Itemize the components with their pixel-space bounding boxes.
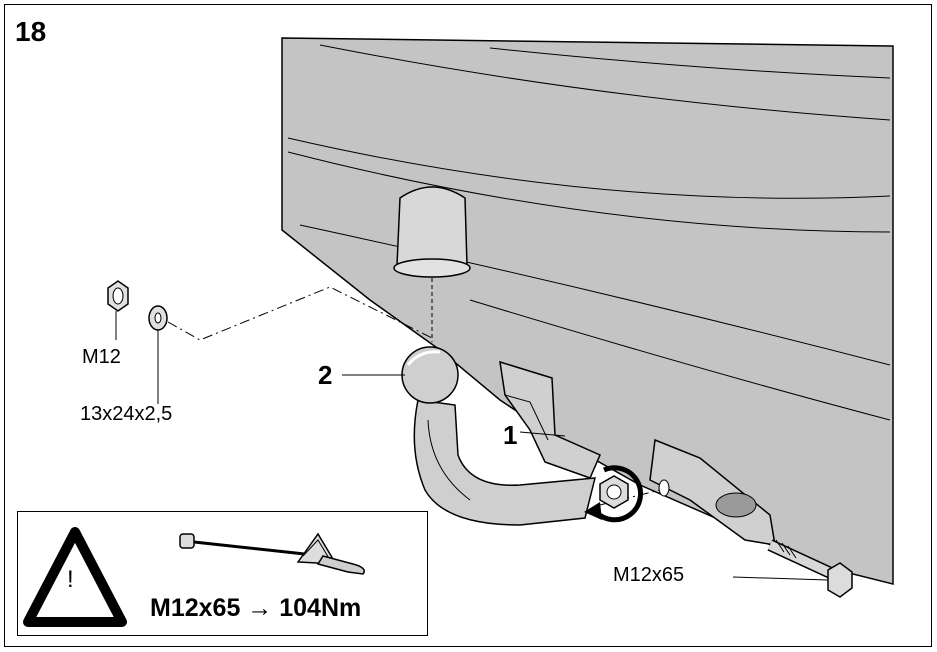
mounting-nut — [584, 465, 643, 523]
label-nut-m12: M12 — [82, 346, 121, 368]
side-bracket — [649, 438, 776, 546]
bumper-contour-6 — [469, 299, 891, 421]
leader-bolt — [732, 576, 829, 581]
warning-exclamation-icon: ! — [67, 566, 74, 593]
bumper-contour-4 — [287, 151, 891, 233]
step-number: 18 — [15, 16, 47, 47]
washer — [148, 305, 168, 331]
bolt-m12x65 — [767, 539, 853, 598]
bumper-contour-1 — [319, 44, 891, 121]
rotation-arrow — [594, 465, 643, 523]
nut-m12 — [107, 280, 129, 312]
label-part-1: 1 — [503, 420, 518, 450]
assembly-dash-line — [167, 286, 433, 341]
leader-part-1 — [519, 431, 566, 437]
torque-spec: M12x65 → 104Nm — [150, 594, 362, 622]
bumper-contour-5 — [299, 224, 891, 366]
mounting-bracket — [499, 360, 601, 479]
bumper-contour-3 — [287, 137, 891, 199]
label-bolt: M12x65 — [613, 564, 685, 586]
torque-wrench-icon — [179, 532, 365, 575]
torque-warning-box: ! M12x65 → 104Nm — [17, 511, 428, 636]
bumper-contour-2 — [489, 47, 891, 79]
label-part-2: 2 — [318, 360, 333, 390]
vehicle-bumper — [281, 37, 894, 585]
tow-ball-neck — [401, 346, 596, 526]
warning-triangle-icon — [23, 527, 127, 627]
protective-cap — [393, 186, 471, 342]
warning-graphics — [23, 527, 365, 627]
label-washer: 13x24x2,5 — [80, 403, 173, 425]
